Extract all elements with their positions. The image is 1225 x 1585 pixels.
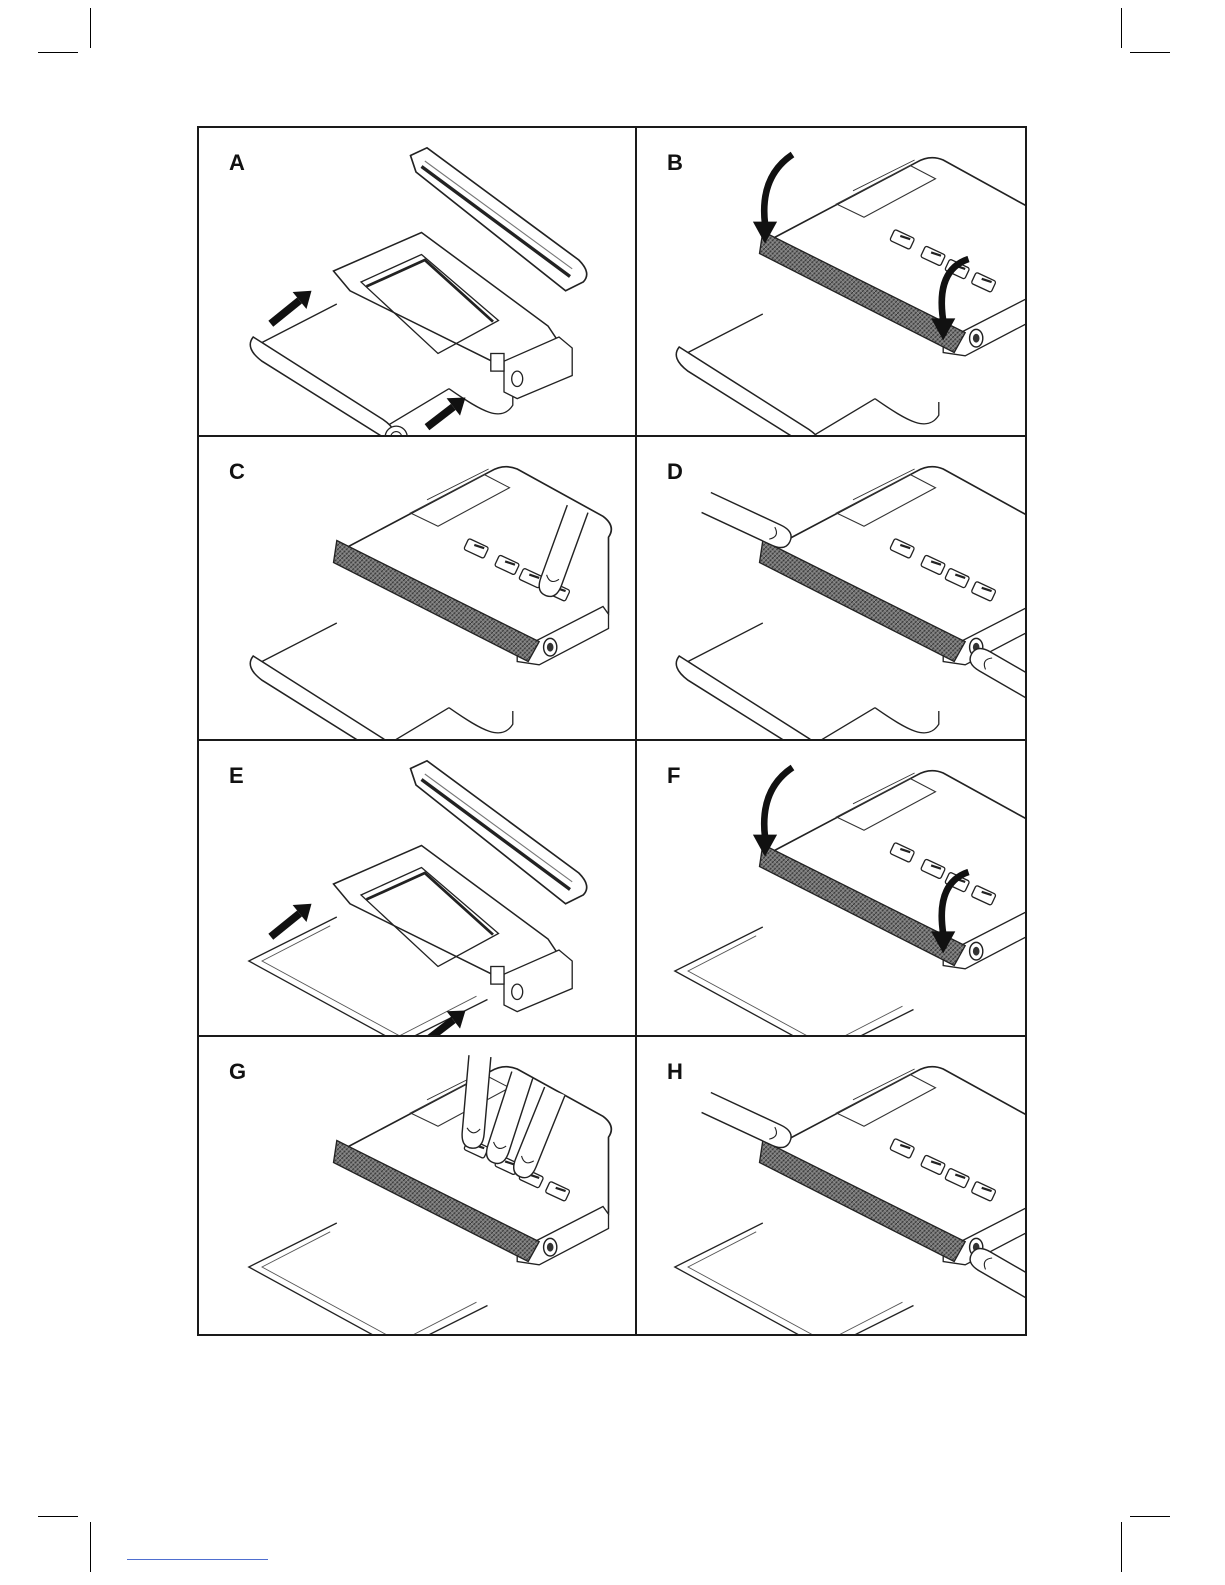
panel-d: D: [635, 435, 1027, 739]
pinching-finger: [702, 1092, 795, 1151]
insert-arrow: [271, 291, 312, 324]
panel-b: B: [635, 126, 1027, 435]
release-button: [512, 371, 523, 386]
crop-mark: [38, 52, 78, 53]
latch: [491, 354, 504, 372]
vacuum-sealer-closed: [760, 771, 1026, 969]
crop-mark: [1130, 1516, 1170, 1517]
panel-c: C: [197, 435, 635, 739]
crop-mark: [90, 1522, 91, 1572]
insert-arrow: [427, 398, 466, 428]
panel-illustration: [199, 1037, 635, 1334]
pinching-finger: [966, 644, 1025, 709]
footer-link-underline: [127, 1559, 268, 1560]
panel-illustration: [199, 437, 635, 739]
bag-roll: [676, 314, 939, 435]
panel-illustration: [199, 128, 635, 435]
panel-illustration: [637, 1037, 1025, 1334]
vacuum-sealer-closed: [334, 467, 612, 665]
pinching-finger: [702, 492, 795, 551]
bag-roll: [676, 623, 939, 739]
panel-g: G: [197, 1035, 635, 1336]
instruction-figure-grid: A B C D E F G H: [197, 126, 1027, 1336]
vacuum-sealer-closed: [760, 467, 1026, 665]
panel-illustration: [199, 741, 635, 1035]
crop-mark: [90, 8, 91, 48]
insert-arrow: [271, 904, 312, 937]
panel-a: A: [197, 126, 635, 435]
pinching-finger: [966, 1244, 1025, 1309]
crop-mark: [38, 1516, 78, 1517]
bag-roll: [250, 623, 513, 739]
bag-sheet: [675, 1223, 914, 1334]
panel-f: F: [635, 739, 1027, 1035]
vacuum-sealer-closed: [760, 1067, 1026, 1265]
panel-illustration: [637, 437, 1025, 739]
crop-mark: [1130, 52, 1170, 53]
panel-e: E: [197, 739, 635, 1035]
bag-sheet: [675, 927, 914, 1035]
vacuum-sealer-closed: [760, 158, 1026, 356]
panel-h: H: [635, 1035, 1027, 1336]
bag-sheet: [249, 1223, 488, 1334]
latch: [491, 967, 504, 985]
release-button: [512, 984, 523, 999]
panel-illustration: [637, 741, 1025, 1035]
panel-illustration: [637, 128, 1025, 435]
crop-mark: [1121, 1522, 1122, 1572]
crop-mark: [1121, 8, 1122, 48]
